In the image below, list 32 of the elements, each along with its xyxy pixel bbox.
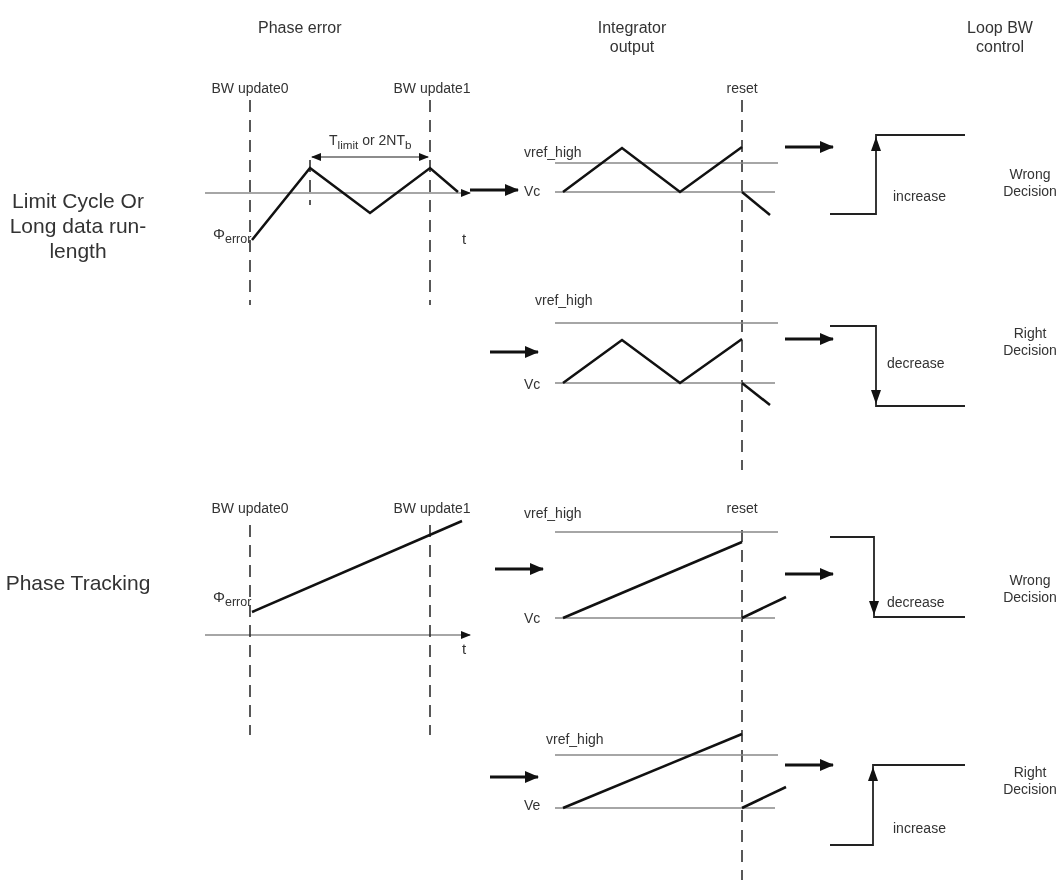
step-label: increase: [893, 188, 946, 205]
step-label: decrease: [887, 594, 945, 611]
column-heading: Loop BW control: [966, 18, 1034, 57]
signal-label: Φ$_{error}$: [213, 588, 252, 610]
signal-label: vref_high: [524, 144, 582, 161]
column-heading: Integrator output: [596, 18, 668, 57]
decision-label: Wrong Decision: [1002, 572, 1058, 606]
signal-label: Φ$_{error}$: [213, 225, 252, 247]
column-heading: Phase error: [258, 18, 342, 38]
signal-label: vref_high: [524, 505, 582, 522]
dimension-label: T$_{limit}$ or 2NT$_{b}$: [329, 132, 412, 152]
step-label: decrease: [887, 355, 945, 372]
decision-label: Wrong Decision: [1002, 166, 1058, 200]
signal-label: vref_high: [535, 292, 593, 309]
marker-label: BW update1: [393, 80, 471, 97]
signal-label: Ve: [524, 797, 541, 814]
marker-label: BW update0: [211, 80, 289, 97]
marker-label: BW update1: [393, 500, 471, 517]
marker-label: BW update0: [211, 500, 289, 517]
row-heading: Limit Cycle Or Long data run-length: [8, 188, 148, 264]
row-heading: Phase Tracking: [4, 570, 152, 596]
signal-label: Vc: [524, 610, 541, 627]
step-label: increase: [893, 820, 946, 837]
axis-label: t: [462, 640, 467, 658]
axis-label: t: [462, 230, 467, 248]
decision-label: Right Decision: [1002, 325, 1058, 359]
signal-label: Vc: [524, 376, 541, 393]
signal-label: Vc: [524, 183, 541, 200]
marker-label: reset: [726, 80, 758, 97]
signal-label: vref_high: [546, 731, 604, 748]
marker-label: reset: [726, 500, 758, 517]
decision-label: Right Decision: [1002, 764, 1058, 798]
